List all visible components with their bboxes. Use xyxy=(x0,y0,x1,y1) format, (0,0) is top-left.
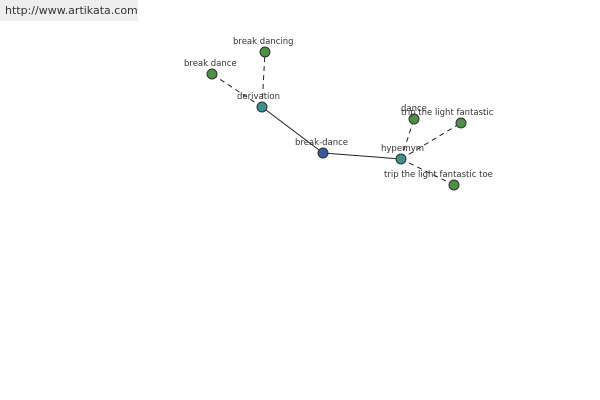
node-dance[interactable] xyxy=(408,113,420,125)
edge-hypernym-trip_fantastic xyxy=(400,122,462,160)
node-label-dance[interactable]: dance xyxy=(401,104,427,114)
node-trip-fantastic[interactable] xyxy=(455,117,467,129)
node-label-hypernym[interactable]: hypernym xyxy=(381,144,424,154)
edge-root-hypernym xyxy=(322,152,402,160)
node-trip-fantastic-toe[interactable] xyxy=(448,179,460,191)
node-label-derivation[interactable]: derivation xyxy=(237,92,280,102)
node-label-trip-fantastic-toe[interactable]: trip the light fantastic toe xyxy=(384,170,493,180)
edge-derivation-break_dance xyxy=(211,73,263,108)
node-derivation[interactable] xyxy=(256,101,268,113)
node-label-trip-fantastic[interactable]: trip the light fantastic xyxy=(401,108,494,118)
node-label-break-dance[interactable]: break dance xyxy=(184,59,237,69)
edge-root-derivation xyxy=(261,106,324,154)
node-hypernym[interactable] xyxy=(395,153,407,165)
node-break-dancing[interactable] xyxy=(259,46,271,58)
edge-hypernym-dance xyxy=(400,118,415,160)
graph-edges xyxy=(211,51,462,186)
edge-derivation-break_dancing xyxy=(261,51,266,108)
node-label-root[interactable]: break-dance xyxy=(295,138,348,148)
graph-labels: break-dance derivation hypernym break danci… xyxy=(184,37,494,180)
node-root[interactable] xyxy=(317,147,329,159)
graph-nodes xyxy=(206,46,467,191)
node-break-dance[interactable] xyxy=(206,68,218,80)
edge-hypernym-trip_fantastic_toe xyxy=(400,158,455,186)
node-label-break-dancing[interactable]: break dancing xyxy=(233,37,294,47)
site-url[interactable]: http://www.artikata.com xyxy=(5,4,138,17)
url-bar: http://www.artikata.com xyxy=(0,0,138,21)
